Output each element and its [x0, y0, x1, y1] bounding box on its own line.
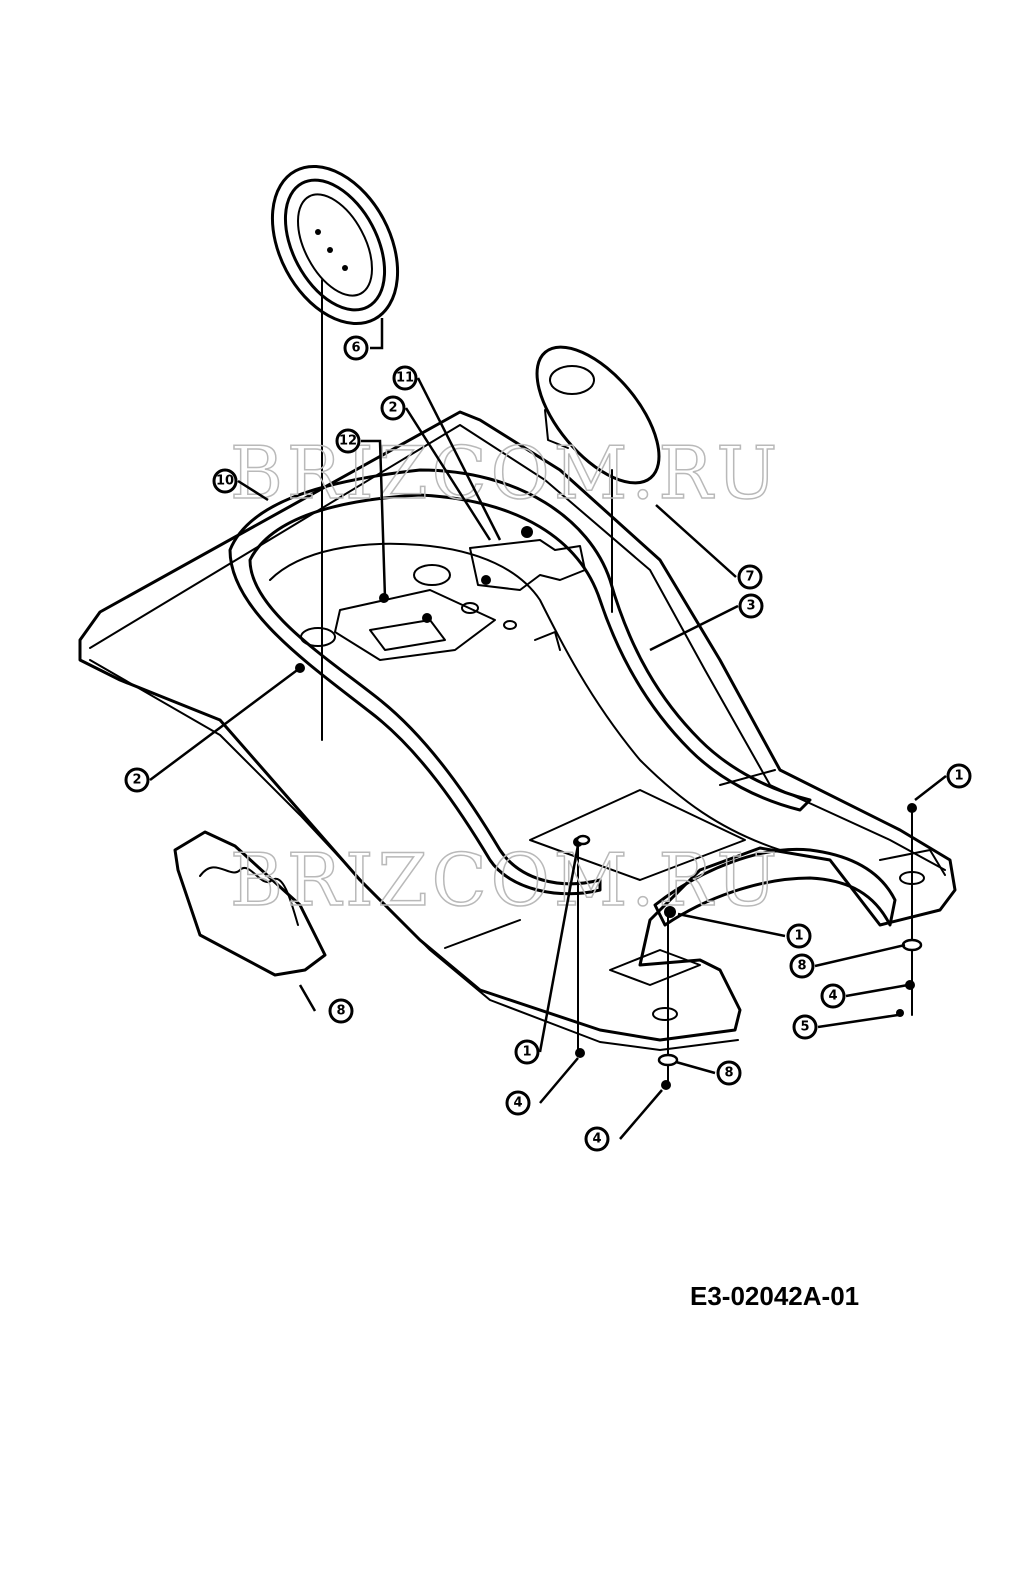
callout-label: 6: [351, 341, 360, 356]
callout-label: 2: [132, 773, 141, 788]
callout-label: 4: [513, 1096, 522, 1111]
watermark-upper: BRIZCOM.RU: [230, 431, 781, 515]
callout-label: 1: [522, 1045, 531, 1060]
callout: 8: [328, 998, 354, 1024]
callout: 1: [946, 763, 972, 789]
callout: 6: [343, 335, 369, 361]
callout-label: 1: [794, 929, 803, 944]
callout-label: 4: [592, 1132, 601, 1147]
callout-label: 12: [339, 434, 357, 449]
callout: 3: [738, 593, 764, 619]
foot-plate-left: [173, 830, 327, 977]
callout: 8: [716, 1060, 742, 1086]
callout: 10: [212, 468, 238, 494]
drawing-code: E3-02042A-01: [690, 1281, 859, 1311]
callout: 7: [737, 564, 763, 590]
callout: 1: [514, 1039, 540, 1065]
callout-label: 8: [336, 1004, 345, 1019]
callout: 5: [792, 1014, 818, 1040]
callout-label: 8: [797, 959, 806, 974]
callout-label: 11: [396, 371, 414, 386]
callout-label: 10: [216, 474, 234, 489]
callout-label: 5: [800, 1020, 809, 1035]
callout-label: 4: [828, 989, 837, 1004]
callout: 11: [392, 365, 418, 391]
callout-label: 2: [388, 401, 397, 416]
console-oval-right: [535, 345, 661, 485]
callout: 8: [789, 953, 815, 979]
callout-leaders: [149, 318, 947, 1140]
fasteners: [295, 526, 923, 1090]
callout: 4: [820, 983, 846, 1009]
callout-label: 1: [954, 769, 963, 784]
callout: 2: [124, 767, 150, 793]
callout-label: 8: [724, 1066, 733, 1081]
callout-label: 7: [745, 570, 754, 585]
callout-label: 3: [746, 599, 755, 614]
callout: 4: [584, 1126, 610, 1152]
assembly-lines: [321, 279, 913, 1086]
watermark-lower: BRIZCOM.RU: [230, 838, 781, 922]
callout: 4: [505, 1090, 531, 1116]
callout: 1: [786, 923, 812, 949]
callout: 2: [380, 395, 406, 421]
console-oval-top: [270, 164, 400, 326]
callout: 12: [335, 428, 361, 454]
fender-body: [78, 410, 957, 1051]
